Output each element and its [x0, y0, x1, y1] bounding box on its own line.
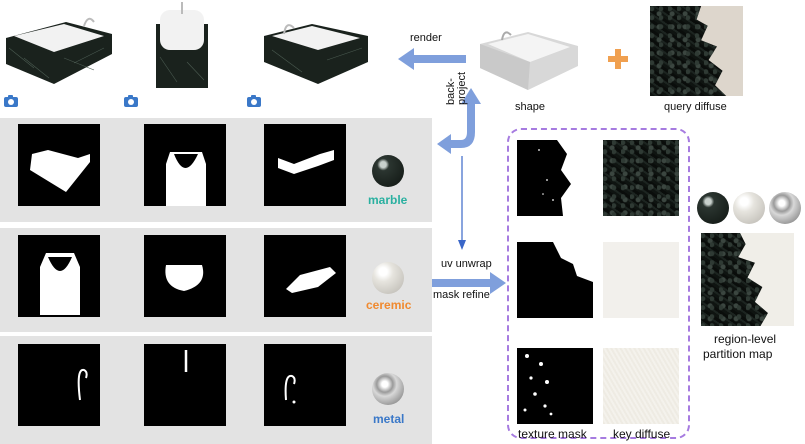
- back-project-arrow: [433, 86, 493, 156]
- partition-map-label-1: region-level: [714, 332, 777, 346]
- mask-marble-view-1: [18, 124, 100, 206]
- texture-mask-label: texture mask: [518, 427, 587, 441]
- metal-sphere: [372, 373, 404, 405]
- mask-marble-view-2: [144, 124, 226, 206]
- texture-mask-ceremic: [517, 242, 593, 318]
- uv-unwrap-label: uv unwrap: [441, 258, 492, 270]
- back-project-label: back- project: [445, 71, 468, 105]
- marble-label: marble: [368, 193, 408, 207]
- marble-sphere-small: [697, 192, 729, 224]
- key-diffuse-label: key diffuse: [613, 427, 671, 441]
- shape-image: [478, 22, 580, 92]
- mask-marble-view-3: [264, 124, 346, 206]
- arrow-down-icon: [457, 156, 467, 250]
- back-project-text: back- project: [445, 71, 468, 105]
- query-diffuse-image: [650, 6, 743, 96]
- rendered-view-2: [152, 2, 212, 88]
- ceremic-sphere-small: [733, 192, 765, 224]
- texture-partition-box: [507, 128, 690, 439]
- render-label: render: [410, 32, 442, 44]
- shape-label: shape: [515, 101, 545, 113]
- arrow-left-icon: [398, 46, 468, 72]
- metal-label: metal: [373, 412, 405, 426]
- plus-icon: [608, 49, 628, 69]
- camera-icon: [124, 95, 138, 107]
- rendered-view-3: [262, 10, 370, 86]
- camera-icon: [4, 95, 18, 107]
- ceremic-label: ceremic: [366, 298, 412, 312]
- mask-refine-arrow: [432, 270, 506, 296]
- key-diffuse-metal: [603, 348, 679, 424]
- mask-metal-view-2: [144, 344, 226, 426]
- mask-ceremic-view-3: [264, 235, 346, 317]
- mask-ceremic-view-1: [18, 235, 100, 317]
- partition-map-label-2: partition map: [703, 347, 773, 361]
- mask-refine-label: mask refine: [433, 289, 490, 301]
- mask-ceremic-view-2: [144, 235, 226, 317]
- mask-metal-view-1: [18, 344, 100, 426]
- key-diffuse-marble: [603, 140, 679, 216]
- camera-icon: [247, 95, 261, 107]
- metal-sphere-small: [769, 192, 801, 224]
- texture-mask-metal: [517, 348, 593, 424]
- texture-mask-marble: [517, 140, 593, 216]
- rendered-view-1: [4, 8, 114, 86]
- marble-sphere: [372, 155, 404, 187]
- mask-metal-view-3: [264, 344, 346, 426]
- key-diffuse-ceremic: [603, 242, 679, 318]
- ceremic-sphere: [372, 262, 404, 294]
- query-diffuse-label: query diffuse: [664, 101, 727, 113]
- partition-map-image: [701, 233, 794, 326]
